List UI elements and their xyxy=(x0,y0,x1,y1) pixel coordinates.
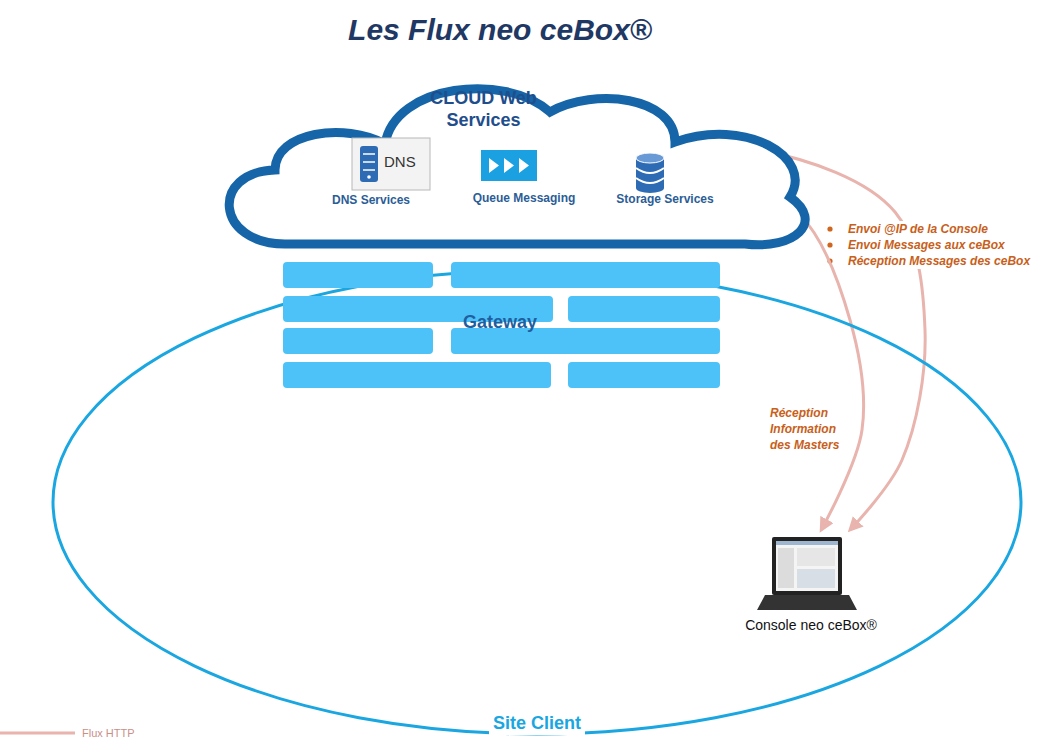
flow-note: Envoi Messages aux ceBox xyxy=(846,237,1007,253)
icon-label: Queue Messaging xyxy=(473,191,576,205)
queue-icon xyxy=(481,150,537,181)
flow-note: Envoi @IP de la Console xyxy=(846,221,990,237)
site-outline xyxy=(53,270,1021,734)
gateway-node: Gateway xyxy=(283,262,723,390)
console-label: Console neo ceBox® xyxy=(745,617,877,634)
legend-line xyxy=(0,732,75,735)
cloud-heading: CLOUD Web Services xyxy=(416,88,551,131)
site-node: Site Client GatewayConsole neo ceBox® xyxy=(50,262,1025,740)
legend-text: Flux HTTP xyxy=(82,725,135,741)
storage-node: Storage Services xyxy=(605,150,725,212)
cloud-node: CLOUD Web ServicesDNS DNS Services Queue M… xyxy=(205,68,820,250)
edge-label: Réception Information des Masters xyxy=(770,405,854,453)
firewall-bricks xyxy=(283,262,720,388)
console-node: Console neo ceBox® xyxy=(743,530,880,638)
laptop-icon xyxy=(757,537,857,610)
icon-label: Storage Services xyxy=(616,192,713,206)
dns-icon-text: DNS xyxy=(384,153,416,171)
flow-note: Réception Messages des ceBox xyxy=(846,253,1032,269)
cloud-outline xyxy=(229,89,805,245)
storage-icon xyxy=(636,153,664,193)
diagram-title: Les Flux neo ceBox® xyxy=(348,12,652,48)
icon-label: DNS Services xyxy=(332,193,410,207)
gateway-label: Gateway xyxy=(463,312,537,334)
dns-icon xyxy=(352,138,430,190)
queue-node: Queue Messaging xyxy=(462,148,587,212)
dns-node: DNS DNS Services xyxy=(318,138,435,212)
site-label: Site Client xyxy=(489,713,585,735)
